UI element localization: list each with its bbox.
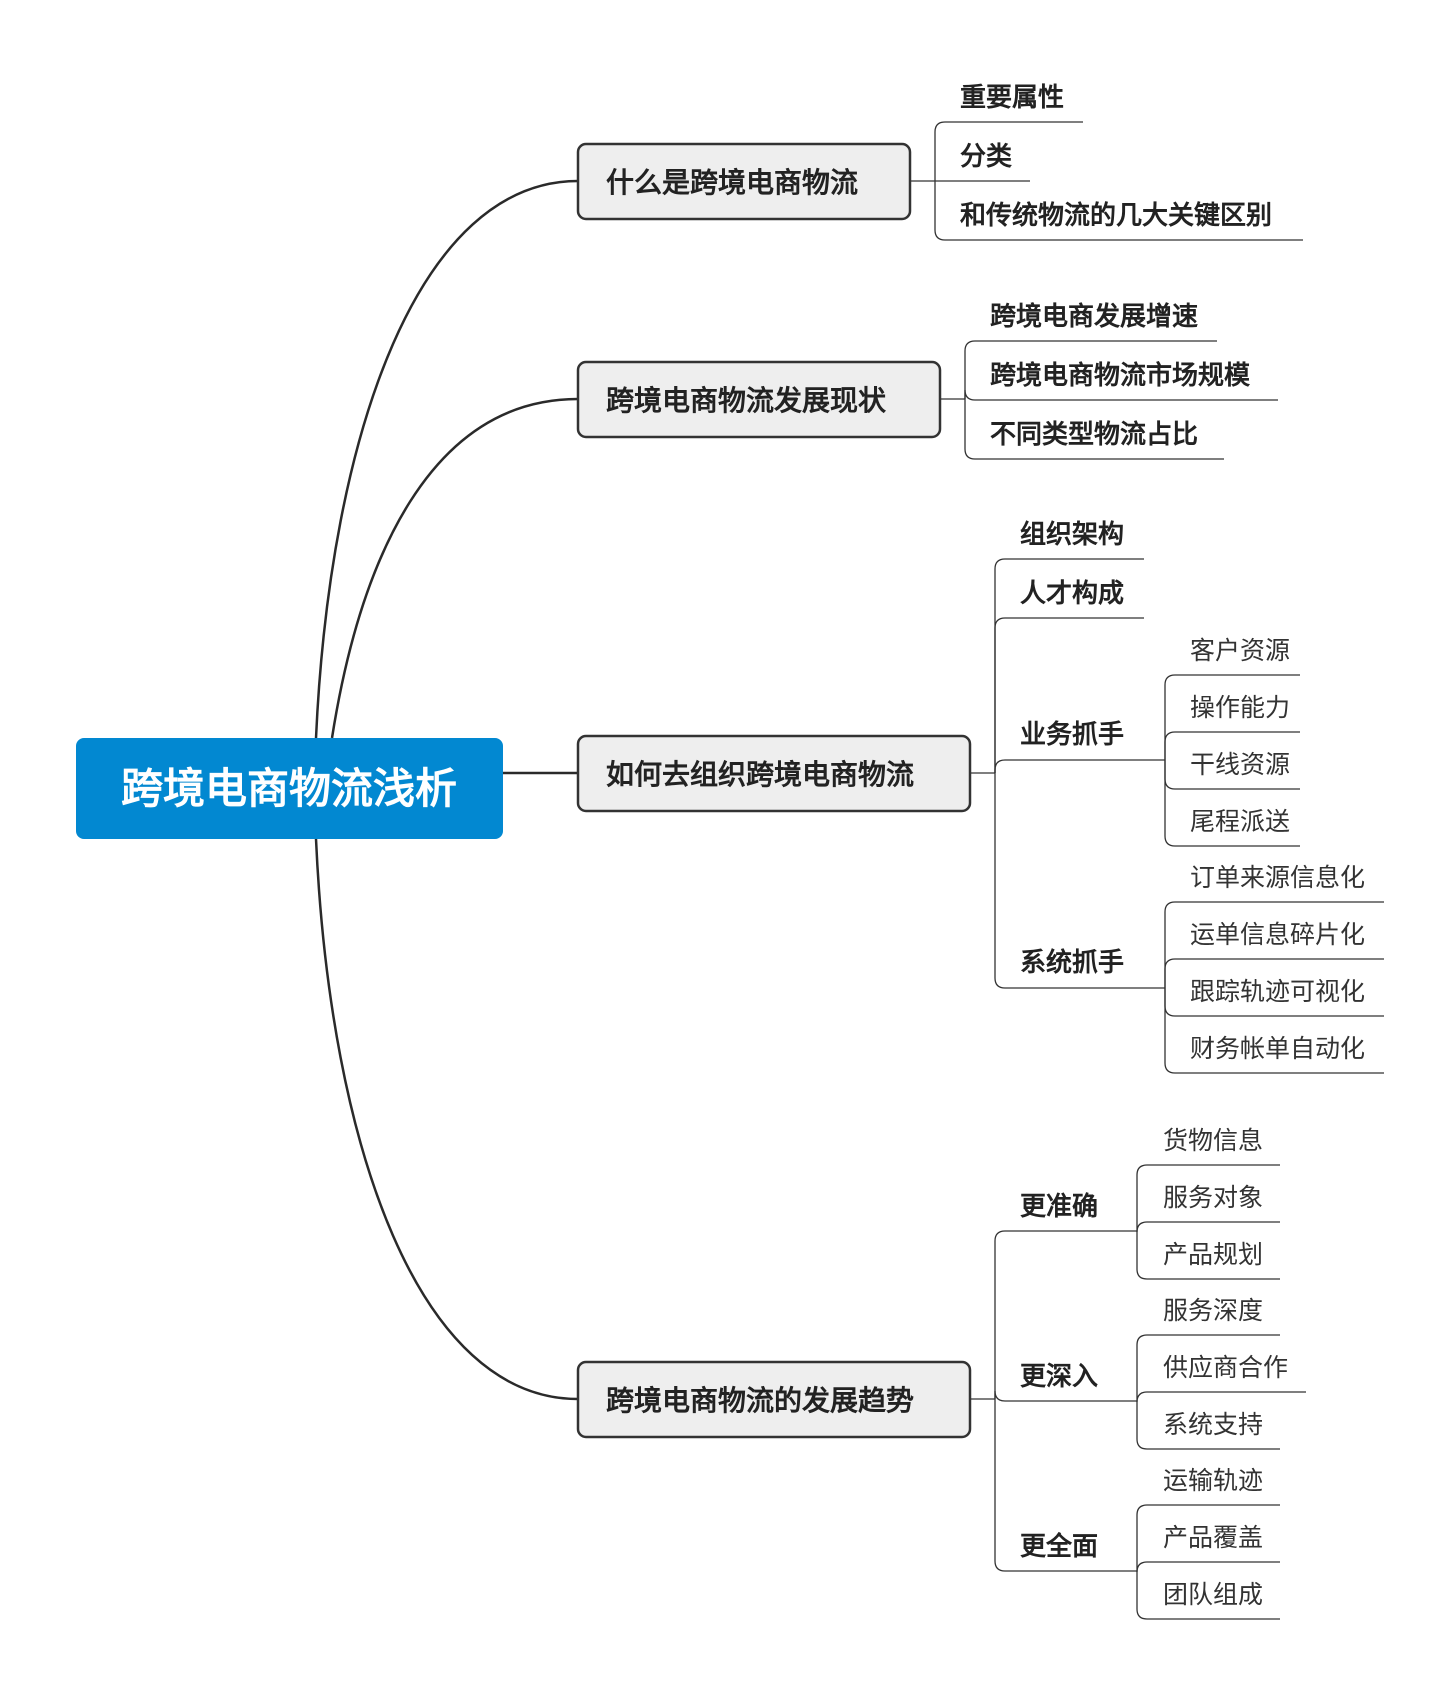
leaf-order-source[interactable]: 订单来源信息化 [1190, 863, 1365, 892]
leaf-transport-track[interactable]: 运输轨迹 [1163, 1466, 1263, 1495]
connector-accurate-row-1 [1136, 1221, 1280, 1233]
connector-deeper-row-2 [1136, 1401, 1280, 1450]
connector-accurate-row-0 [1136, 1164, 1280, 1231]
connector-comprehensive-row-2 [1136, 1571, 1280, 1620]
main-topic-trends[interactable]: 跨境电商物流的发展趋势 [576, 1360, 972, 1439]
connector-branch-3-row-1 [994, 617, 1144, 773]
subtopic-more-accurate[interactable]: 更准确 [1020, 1191, 1098, 1222]
leaf-product-coverage[interactable]: 产品覆盖 [1163, 1523, 1263, 1552]
leaf-tracking[interactable]: 跟踪轨迹可视化 [1190, 977, 1365, 1006]
connector-branch-1-row-2 [934, 181, 1303, 241]
connector-business-levers-row-0 [1164, 674, 1300, 760]
subtopic-deeper[interactable]: 更深入 [1020, 1362, 1098, 1392]
connector-business-levers-row-1 [1164, 731, 1300, 760]
leaf-operational-capability[interactable]: 操作能力 [1190, 693, 1290, 722]
main-topic-label: 跨境电商物流发展现状 [606, 384, 887, 417]
leaf-customer-resources[interactable]: 客户资源 [1190, 636, 1290, 665]
subtopic-org-structure[interactable]: 组织架构 [1020, 519, 1124, 550]
connector-system-levers-row-0 [1164, 901, 1384, 988]
connector-branch-3-row-2 [994, 759, 1165, 773]
main-topic-organize[interactable]: 如何去组织跨境电商物流 [576, 734, 972, 813]
main-topic-what-is[interactable]: 什么是跨境电商物流 [576, 142, 912, 221]
connector-root-what-is [314, 179, 579, 739]
subtopic-growth-rate[interactable]: 跨境电商发展增速 [990, 301, 1198, 332]
connector-comprehensive-row-1 [1136, 1561, 1280, 1573]
connector-business-levers-row-3 [1164, 760, 1300, 847]
connector-root-status [330, 397, 579, 739]
subtopic-business-levers[interactable]: 业务抓手 [1020, 720, 1124, 750]
leaf-system-support[interactable]: 系统支持 [1163, 1410, 1263, 1439]
leaf-trunk-resources[interactable]: 干线资源 [1190, 750, 1290, 779]
leaf-last-mile[interactable]: 尾程派送 [1190, 807, 1290, 836]
leaf-product-planning[interactable]: 产品规划 [1163, 1240, 1263, 1269]
connector-root-trends [314, 838, 579, 1401]
connector-branch-2-row-0 [964, 340, 1217, 399]
subtopic-important-attributes[interactable]: 重要属性 [960, 83, 1064, 113]
leaf-service-target[interactable]: 服务对象 [1163, 1183, 1263, 1212]
leaf-billing[interactable]: 财务帐单自动化 [1190, 1034, 1365, 1063]
main-topic-label: 如何去组织跨境电商物流 [606, 758, 914, 791]
connector-system-levers-row-3 [1164, 988, 1384, 1074]
subtopic-system-levers[interactable]: 系统抓手 [1020, 947, 1124, 978]
leaf-team-composition[interactable]: 团队组成 [1163, 1580, 1263, 1609]
connector-deeper-row-1 [1136, 1391, 1306, 1403]
subtopic-type-share[interactable]: 不同类型物流占比 [990, 420, 1198, 450]
connector-accurate-row-2 [1136, 1231, 1280, 1280]
root-topic[interactable]: 跨境电商物流浅析 [76, 738, 503, 839]
leaf-supplier-cooperation[interactable]: 供应商合作 [1163, 1353, 1288, 1382]
connector-comprehensive-row-0 [1136, 1504, 1280, 1571]
main-topic-label: 跨境电商物流的发展趋势 [606, 1384, 914, 1417]
connector-branch-2-row-1 [964, 389, 1278, 401]
subtopic-talent[interactable]: 人才构成 [1020, 579, 1124, 609]
connector-branch-2-row-2 [964, 399, 1224, 460]
subtopic-market-size[interactable]: 跨境电商物流市场规模 [990, 360, 1251, 391]
connector-branch-3-row-3 [994, 773, 1165, 989]
root-topic-label: 跨境电商物流浅析 [121, 764, 457, 813]
connector-branch-4-row-2 [994, 1399, 1137, 1572]
connector-branch-4-row-1 [994, 1390, 1137, 1402]
main-topic-label: 什么是跨境电商物流 [606, 166, 858, 199]
leaf-service-depth[interactable]: 服务深度 [1163, 1296, 1263, 1325]
leaf-cargo-info[interactable]: 货物信息 [1163, 1126, 1263, 1155]
connector-system-levers-row-1 [1164, 958, 1384, 988]
subtopic-key-differences[interactable]: 和传统物流的几大关键区别 [960, 200, 1272, 231]
connector-branch-3-row-0 [994, 558, 1144, 773]
connector-deeper-row-0 [1136, 1334, 1280, 1401]
subtopic-classification[interactable]: 分类 [960, 142, 1012, 172]
connector-branch-1-row-0 [934, 121, 1083, 181]
leaf-waybill-info[interactable]: 运单信息碎片化 [1190, 920, 1365, 949]
connector-branch-4-row-0 [994, 1230, 1137, 1399]
main-topic-status[interactable]: 跨境电商物流发展现状 [576, 360, 942, 439]
subtopic-comprehensive[interactable]: 更全面 [1020, 1531, 1098, 1562]
